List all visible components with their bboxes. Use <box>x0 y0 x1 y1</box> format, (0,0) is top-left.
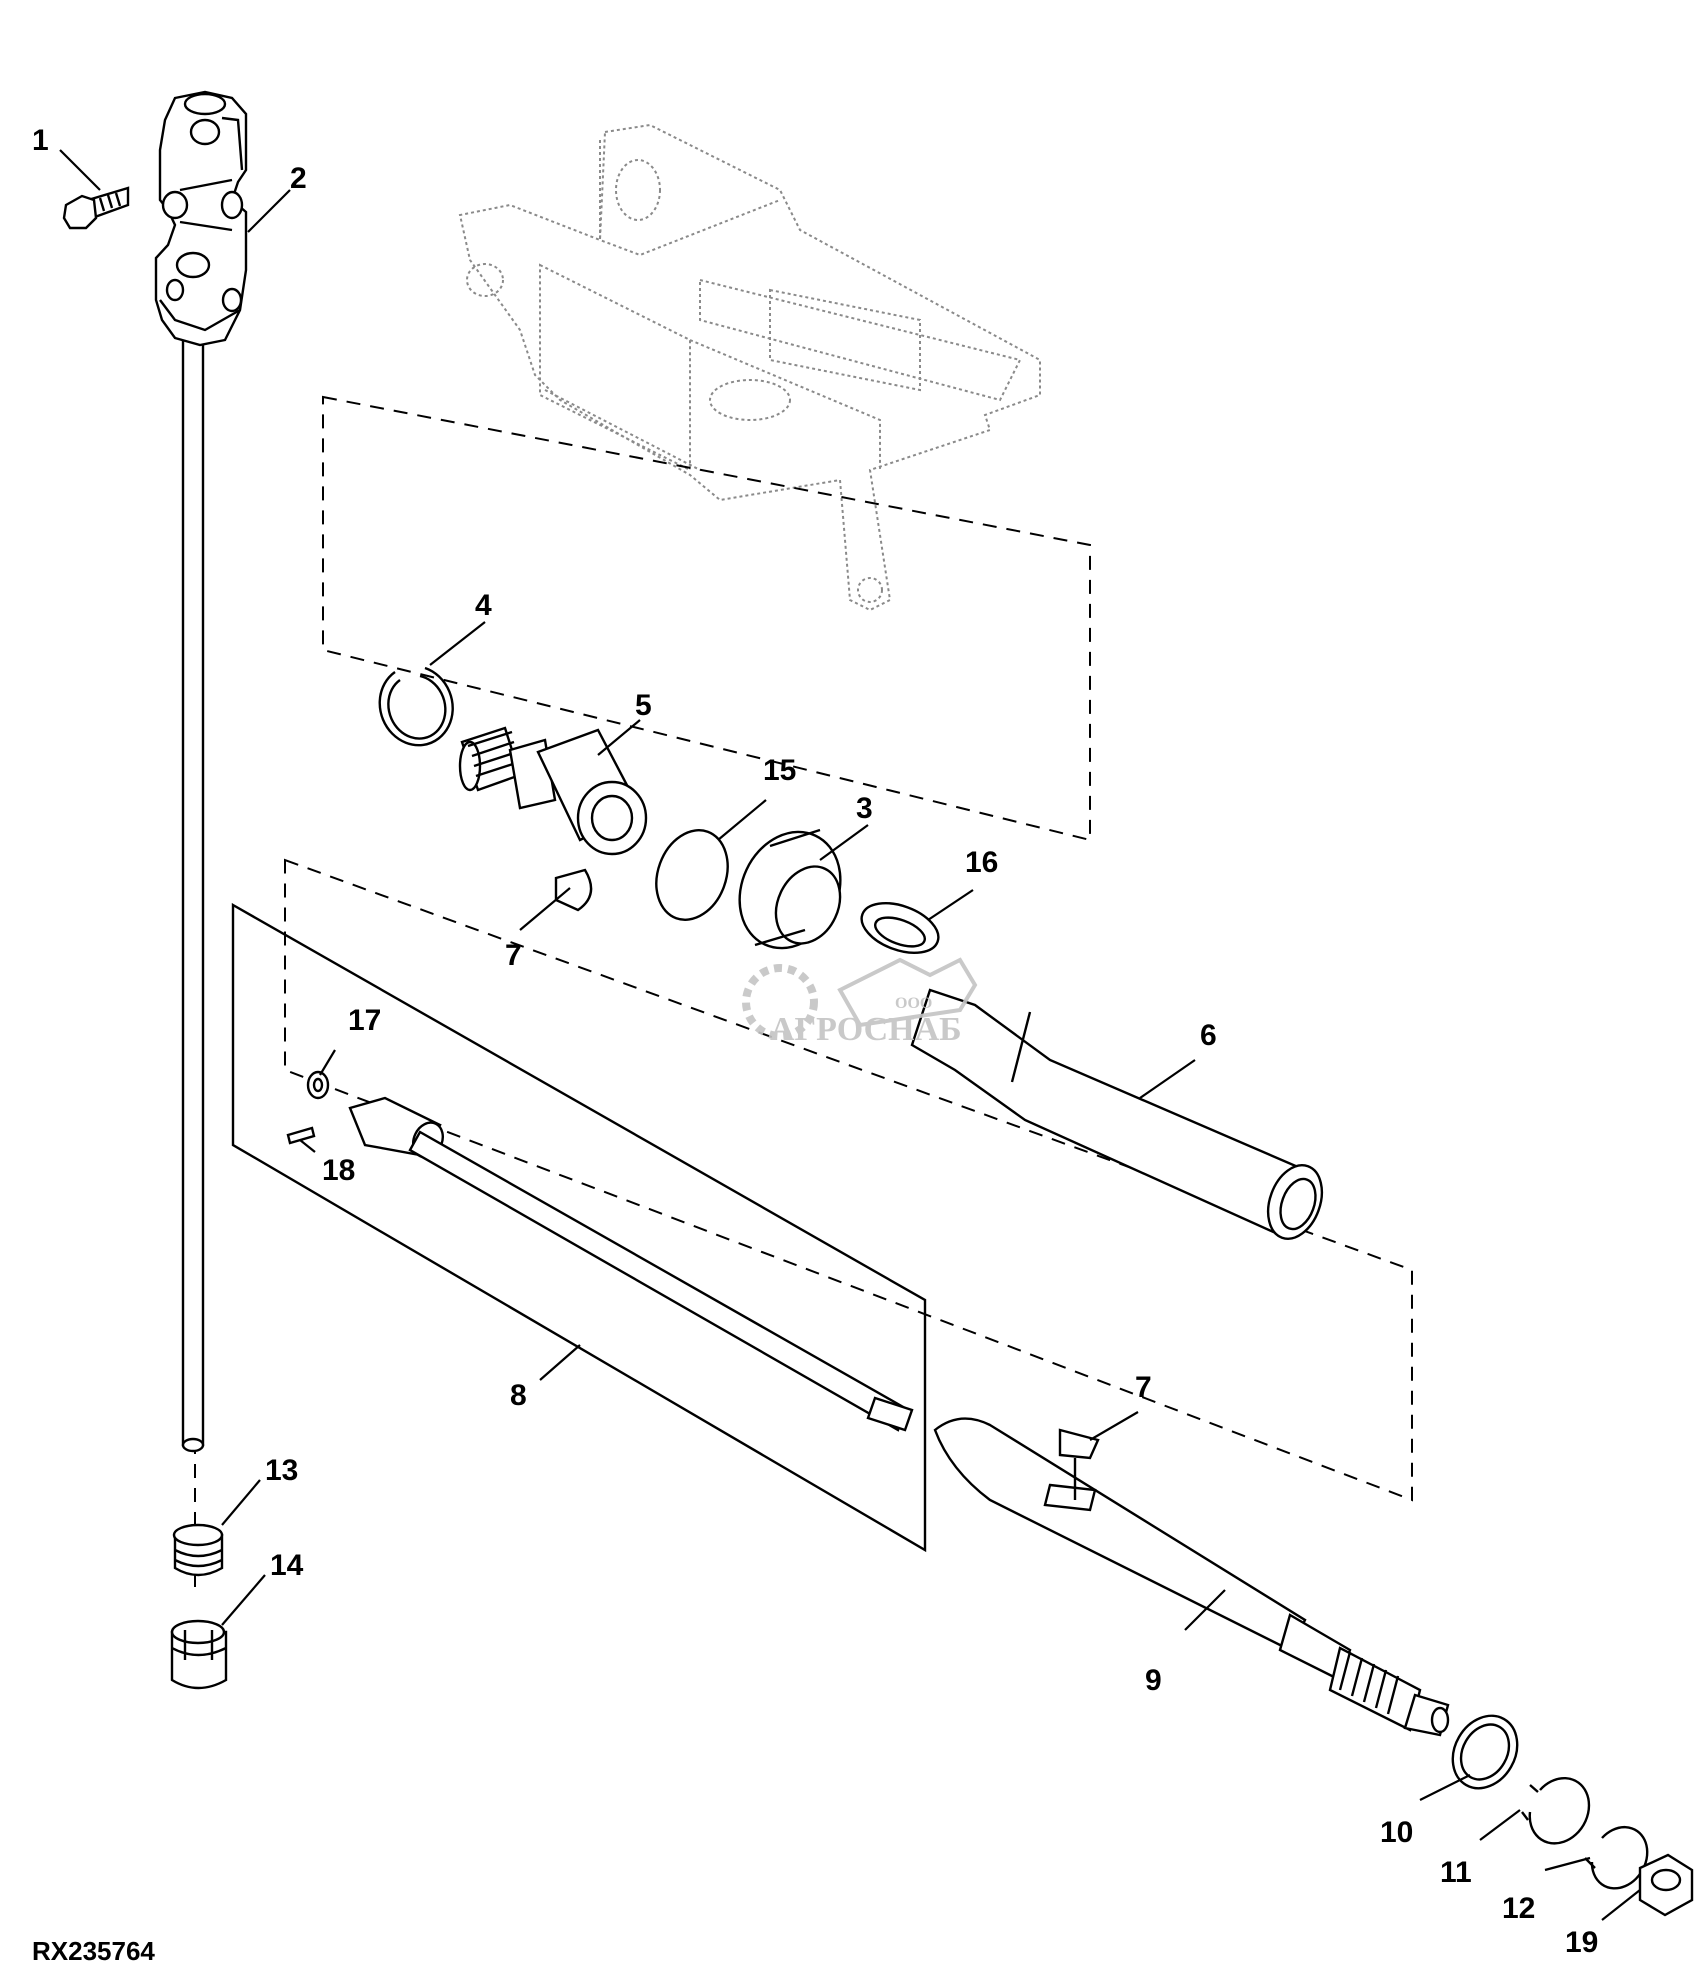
shaft-9 <box>933 1417 1450 1737</box>
bushing-14 <box>170 1619 228 1690</box>
callout-7-upper: 7 <box>505 939 522 972</box>
callout-19: 19 <box>1565 1926 1598 1959</box>
callout-3: 3 <box>856 792 873 825</box>
leader-lines <box>59 149 1641 1921</box>
bearing-3 <box>738 828 842 950</box>
o-ring-15 <box>655 829 729 921</box>
callout-6: 6 <box>1200 1019 1217 1052</box>
steering-column-universal-joint <box>154 90 248 1453</box>
bushing-13 <box>172 1523 224 1577</box>
callout-8: 8 <box>510 1379 527 1412</box>
callout-11: 11 <box>1440 1856 1472 1889</box>
callout-13: 13 <box>265 1454 298 1487</box>
callout-14: 14 <box>270 1549 304 1582</box>
callout-18: 18 <box>322 1154 355 1187</box>
watermark-brand-text: АГРОСНАБ <box>770 1011 962 1048</box>
bolt <box>62 186 130 230</box>
callout-1: 1 <box>32 124 49 157</box>
callout-16: 16 <box>965 846 998 879</box>
ghost-frame-bracket <box>458 123 1041 612</box>
kit-box-8 <box>231 902 927 1553</box>
callout-15: 15 <box>763 754 796 787</box>
assembly-dashed-lines <box>194 395 1413 1595</box>
snap-ring-12 <box>1584 1825 1649 1890</box>
snap-ring-4 <box>378 666 454 747</box>
callout-17: 17 <box>348 1004 381 1037</box>
ring-16 <box>860 902 940 954</box>
snap-ring-11 <box>1521 1776 1591 1845</box>
callouts: 1 2 3 4 5 6 7 7 8 9 10 11 12 13 14 15 16… <box>32 124 1598 1959</box>
callout-5: 5 <box>635 689 652 722</box>
tube-6 <box>910 988 1324 1240</box>
callout-2: 2 <box>290 162 307 195</box>
callout-10: 10 <box>1380 1816 1413 1849</box>
diagram-reference-id: RX235764 <box>32 1936 155 1966</box>
splined-sleeve-5 <box>458 726 648 856</box>
watermark-small-text: ООО <box>895 995 932 1012</box>
callout-12: 12 <box>1502 1892 1535 1925</box>
callout-7-lower: 7 <box>1135 1371 1152 1404</box>
nut-19 <box>1638 1853 1694 1917</box>
woodruff-key-upper <box>554 868 593 912</box>
callout-9: 9 <box>1145 1664 1162 1697</box>
callout-4: 4 <box>475 589 492 622</box>
watermark-logo: ООО АГРОСНАБ <box>742 957 978 1048</box>
washer-10 <box>1451 1714 1519 1790</box>
